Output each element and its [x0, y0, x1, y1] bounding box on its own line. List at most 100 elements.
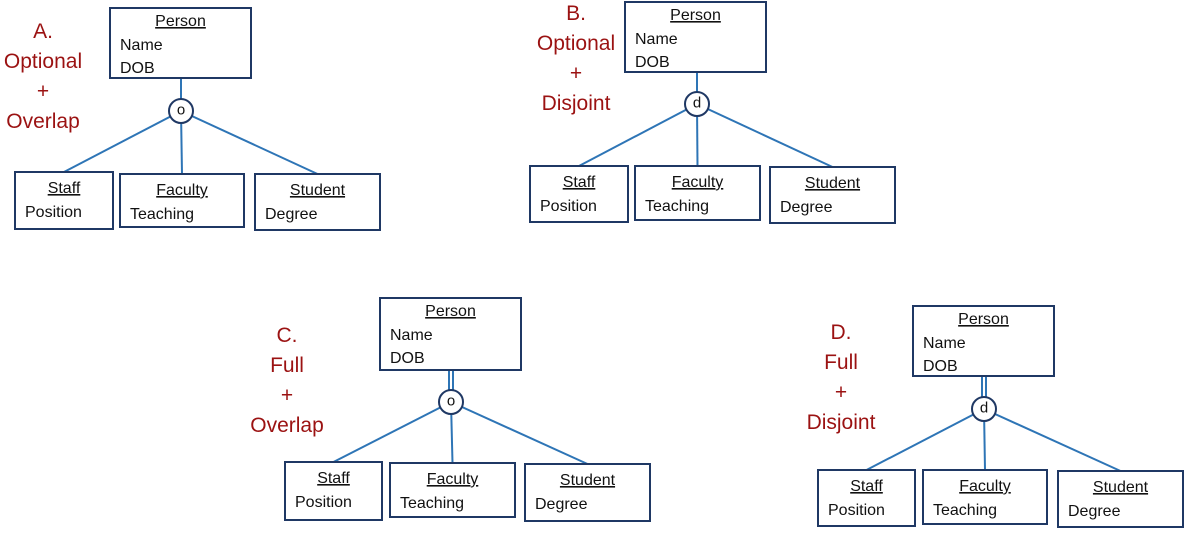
entity-box: [1057, 470, 1184, 528]
constraint-symbol: o: [177, 102, 185, 119]
caption-line: Overlap: [6, 110, 80, 133]
entity-name: Staff: [317, 470, 350, 487]
constraint-circle-shape: [684, 91, 710, 117]
caption-line: D.: [831, 321, 852, 344]
entity-box: [254, 173, 381, 231]
entity-box: [109, 7, 252, 79]
entity-name: Student: [560, 472, 616, 489]
entity-box: [529, 165, 629, 223]
entity-attribute: DOB: [923, 358, 958, 375]
entity-name: Staff: [48, 180, 81, 197]
entity-name: Person: [670, 7, 721, 24]
subclass-connector: [333, 401, 452, 463]
entity-attribute: Teaching: [130, 206, 194, 223]
entity-attribute: Teaching: [645, 198, 709, 215]
connectors: [63, 78, 318, 175]
entity-box: [634, 165, 761, 221]
caption-line: Disjoint: [542, 92, 611, 115]
constraint-symbol: d: [980, 400, 988, 417]
entity-name: Student: [805, 175, 861, 192]
entity-box: [284, 461, 383, 521]
constraint-circle: d: [971, 396, 997, 422]
diagram-a: A.Optional+OverlapPersonNameDOBoStaffPos…: [4, 7, 381, 231]
subclass-connector: [983, 408, 1121, 472]
entity-name: Person: [155, 13, 206, 30]
subclass-connector: [63, 110, 182, 173]
caption-line: A.: [33, 20, 53, 43]
constraint-symbol: d: [693, 95, 701, 112]
entity-attribute: Teaching: [933, 502, 997, 519]
connectors: [333, 370, 588, 465]
entity-attribute: Position: [540, 198, 597, 215]
entity-name: Staff: [563, 174, 596, 191]
caption-line: C.: [277, 324, 298, 347]
subclass-connector: [578, 103, 698, 167]
entity-name: Faculty: [156, 182, 208, 199]
entity-attribute: Degree: [535, 496, 588, 513]
entity-name: Person: [958, 311, 1009, 328]
subclass-connector: [450, 401, 588, 465]
diagram-c-caption: C.Full+Overlap: [250, 324, 324, 437]
entity-box: [912, 305, 1055, 377]
entity-attribute: Name: [390, 327, 433, 344]
entity-box: [389, 462, 516, 518]
caption-line: +: [835, 381, 847, 404]
entity-name: Student: [290, 182, 346, 199]
connectors: [578, 72, 833, 168]
caption-line: Full: [270, 354, 304, 377]
entity-name: Faculty: [959, 478, 1011, 495]
diagram-a-caption: A. Optional + Overlap: [4, 20, 82, 133]
caption-line: +: [570, 62, 582, 85]
entity-name: Student: [1093, 479, 1149, 496]
entity-name: Staff: [850, 478, 883, 495]
entity-attribute: Name: [120, 37, 163, 54]
entity-attribute: DOB: [390, 350, 425, 367]
constraint-circle-shape: [168, 98, 194, 124]
entity-attribute: Teaching: [400, 495, 464, 512]
diagram-b-caption: B.Optional+Disjoint: [537, 2, 615, 115]
entity-attribute: Position: [295, 494, 352, 511]
entity-attribute: Degree: [1068, 503, 1121, 520]
caption-line: Disjoint: [807, 411, 876, 434]
entity-attribute: Position: [828, 502, 885, 519]
caption-line: B.: [566, 2, 586, 25]
caption-line: Full: [824, 351, 858, 374]
constraint-circle-shape: [438, 389, 464, 415]
entity-attribute: Position: [25, 204, 82, 221]
entity-box: [817, 469, 916, 527]
constraint-symbol: o: [447, 393, 455, 410]
constraint-circle-shape: [971, 396, 997, 422]
constraint-circle: o: [168, 98, 194, 124]
entity-name: Faculty: [427, 471, 479, 488]
constraint-circle: o: [438, 389, 464, 415]
entity-name: Faculty: [672, 174, 724, 191]
entity-box: [769, 166, 896, 224]
entity-attribute: DOB: [635, 54, 670, 71]
entity-box: [922, 469, 1048, 525]
diagram-b: B.Optional+DisjointPersonNameDOBdStaffPo…: [529, 1, 896, 224]
entity-name: Person: [425, 303, 476, 320]
diagram-d-caption: D. Full + Disjoint: [807, 321, 876, 434]
entity-box: [379, 297, 522, 371]
entity-box: [14, 171, 114, 230]
entity-attribute: Degree: [265, 206, 318, 223]
connectors: [866, 376, 1121, 472]
caption-line: Optional: [4, 50, 82, 73]
entity-box: [624, 1, 767, 73]
caption-line: +: [37, 80, 49, 103]
entity-attribute: Name: [923, 335, 966, 352]
